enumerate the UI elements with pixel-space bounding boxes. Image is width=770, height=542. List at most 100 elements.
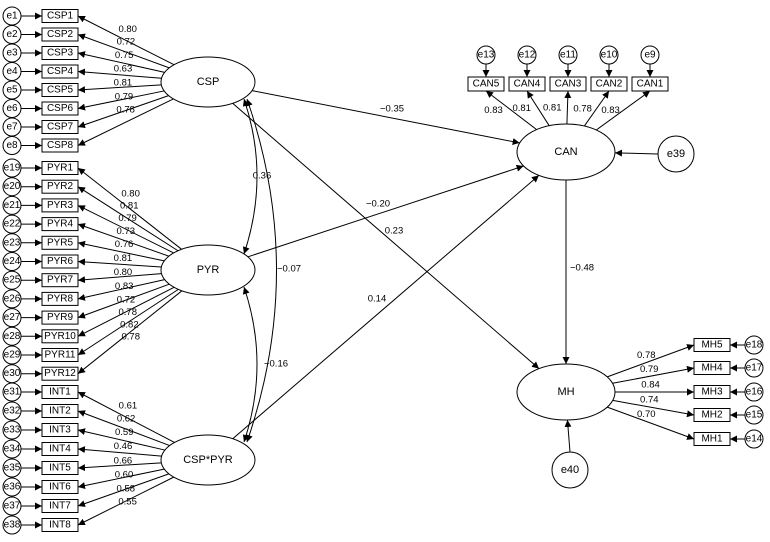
- error-circle-e19: [2, 158, 22, 178]
- indicator-label-mh4: MH4: [701, 363, 723, 374]
- loading-value-csp3: 0.75: [115, 50, 133, 61]
- indicator-label-int1: INT1: [49, 387, 71, 398]
- loading-arrow-mh4: [612, 365, 695, 384]
- error-circle-e27: [2, 308, 22, 328]
- error-label-e2: e2: [6, 29, 18, 40]
- indicator-label-pyr7: PYR7: [47, 275, 74, 286]
- indicator-box-can5: [467, 76, 505, 92]
- loading-value-pyr9: 0.72: [117, 294, 136, 305]
- path-value-int-can: 0.14: [368, 294, 387, 305]
- loading-arrow-mh1: [607, 406, 695, 440]
- indicator-box-pyr7: [41, 273, 79, 288]
- indicator-label-can1: CAN1: [637, 79, 664, 90]
- loading-value-mh1: 0.70: [637, 409, 656, 420]
- error-circle-e28: [2, 326, 22, 346]
- path-arrow-pyr-can: [247, 164, 524, 258]
- indicator-label-can4: CAN4: [514, 79, 541, 90]
- error-label-e21: e21: [4, 200, 21, 211]
- path-value-csp-can: −0.35: [380, 104, 404, 115]
- error-circle-e36: [2, 477, 22, 497]
- loading-value-int4: 0.46: [114, 441, 133, 452]
- indicator-box-can2: [590, 76, 628, 92]
- error-circle-e10: [599, 45, 619, 65]
- error-circle-e23: [2, 233, 22, 253]
- indicator-box-pyr6: [41, 254, 79, 269]
- loading-arrow-pyr4: [77, 223, 170, 257]
- indicator-label-csp2: CSP2: [47, 29, 74, 40]
- error-label-e28: e28: [4, 331, 21, 342]
- loading-value-csp4: 0.63: [114, 64, 132, 75]
- indicator-label-csp1: CSP1: [47, 11, 74, 22]
- error-label-e29: e29: [4, 350, 21, 361]
- error-circle-e14: [744, 429, 764, 449]
- residual-circle-can: [657, 135, 695, 173]
- indicator-box-int2: [41, 404, 79, 418]
- indicator-label-pyr9: PYR9: [47, 312, 74, 323]
- indicator-label-can3: CAN3: [555, 79, 582, 90]
- indicator-box-csp3: [41, 46, 79, 60]
- loading-value-mh3: 0.84: [641, 380, 660, 391]
- indicator-box-int6: [41, 480, 79, 494]
- error-label-e16: e16: [746, 387, 763, 398]
- indicator-box-int7: [41, 499, 79, 513]
- loading-arrow-can4: [526, 90, 550, 126]
- indicator-box-pyr11: [41, 348, 79, 362]
- loading-value-pyr11: 0.82: [120, 320, 139, 331]
- indicator-box-int5: [41, 461, 79, 475]
- indicator-label-pyr12: PYR12: [44, 368, 76, 379]
- loading-value-mh2: 0.74: [640, 394, 659, 405]
- loading-value-pyr4: 0.73: [117, 226, 136, 237]
- indicator-label-mh5: MH5: [701, 340, 723, 351]
- indicator-box-pyr3: [41, 198, 79, 213]
- loading-value-pyr7: 0.80: [114, 267, 133, 278]
- error-label-e11: e11: [560, 50, 576, 61]
- path-arrow-csp-can: [252, 90, 520, 146]
- indicator-box-csp1: [41, 9, 79, 23]
- error-circle-e16: [744, 382, 764, 402]
- indicator-box-pyr12: [41, 366, 79, 381]
- covariance-curve-csp-int: [245, 98, 277, 443]
- loading-arrow-mh5: [607, 344, 695, 378]
- indicator-label-int4: INT4: [49, 444, 71, 455]
- latent-can-ellipse: [516, 123, 616, 181]
- loading-arrow-pyr1: [77, 167, 182, 250]
- indicator-box-can3: [549, 76, 587, 92]
- loading-value-int5: 0.66: [114, 456, 133, 467]
- loading-value-can3: 0.81: [543, 102, 562, 113]
- edges-layer: [21, 12, 745, 529]
- indicator-box-csp6: [41, 101, 79, 116]
- loading-arrow-pyr9: [77, 283, 170, 319]
- covariance-value-pyr-int: −0.16: [264, 359, 288, 370]
- indicator-box-pyr5: [41, 235, 79, 250]
- error-label-e35: e35: [4, 463, 21, 474]
- indicator-box-pyr2: [41, 179, 79, 194]
- indicator-label-pyr11: PYR11: [45, 350, 76, 361]
- error-circle-e25: [2, 270, 22, 290]
- error-circle-e34: [2, 439, 22, 459]
- indicator-label-pyr5: PYR5: [47, 237, 74, 248]
- error-circle-e17: [744, 358, 764, 378]
- error-circle-e33: [2, 420, 22, 440]
- indicator-label-csp4: CSP4: [47, 66, 74, 77]
- latent-pyr-label: PYR: [197, 264, 220, 276]
- error-circle-e31: [2, 382, 22, 402]
- error-circle-e22: [2, 214, 22, 234]
- error-label-e13: e13: [478, 50, 495, 61]
- indicator-box-pyr1: [41, 161, 79, 175]
- covariance-value-csp-int: −0.07: [277, 264, 301, 275]
- error-label-e23: e23: [4, 237, 21, 248]
- error-circle-e15: [744, 405, 764, 425]
- loading-value-pyr3: 0.79: [118, 213, 136, 224]
- loading-arrow-pyr7: [77, 273, 162, 284]
- indicator-label-int3: INT3: [49, 425, 71, 436]
- error-circle-e9: [640, 45, 660, 65]
- loading-value-can5: 0.83: [484, 105, 503, 116]
- error-label-e32: e32: [4, 406, 21, 417]
- indicator-box-csp4: [41, 64, 79, 79]
- indicator-label-pyr3: PYR3: [47, 200, 74, 211]
- error-circle-e18: [744, 335, 764, 355]
- residual-label-can: e39: [667, 148, 685, 160]
- indicator-label-pyr2: PYR2: [47, 181, 74, 192]
- indicator-box-int3: [41, 423, 79, 437]
